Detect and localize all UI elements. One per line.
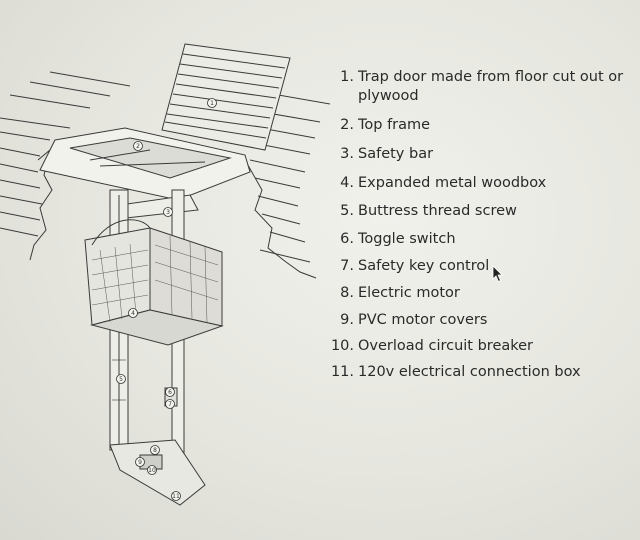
- svg-text:3: 3: [166, 209, 170, 216]
- svg-text:9: 9: [138, 459, 142, 466]
- list-item: 3.Safety bar: [340, 146, 434, 162]
- callout-4: 4: [128, 308, 138, 318]
- list-item: 6.Toggle switch: [340, 231, 456, 247]
- svg-text:11: 11: [172, 493, 180, 500]
- callout-5: 5: [116, 374, 126, 384]
- list-item: 10.Overload circuit breaker: [330, 338, 534, 354]
- callout-9: 9: [135, 457, 145, 467]
- list-item: 7.Safety key control: [340, 258, 490, 274]
- callout-3: 3: [163, 207, 173, 217]
- svg-text:6: 6: [168, 389, 172, 396]
- list-item: 5.Buttress thread screw: [340, 203, 517, 219]
- svg-text:1: 1: [210, 100, 214, 107]
- list-item: 11.120v electrical connection box: [330, 364, 581, 380]
- mouse-pointer-icon: [492, 265, 503, 283]
- floor-edge-right: [244, 159, 317, 279]
- list-item: 4.Expanded metal woodbox: [340, 175, 547, 191]
- callout-6: 6: [165, 387, 175, 397]
- svg-text:2: 2: [136, 143, 140, 150]
- woodbox-basket: [84, 219, 224, 346]
- svg-text:5: 5: [119, 376, 123, 383]
- woodbox-lift-diagram: 1 2 3 4 5 6 7 8 9 10 11: [0, 43, 330, 506]
- svg-text:8: 8: [153, 447, 157, 454]
- safety-bar: [119, 194, 199, 219]
- callout-7: 7: [165, 399, 175, 409]
- callout-2: 2: [133, 141, 143, 151]
- list-item: 8.Electric motor: [340, 285, 460, 301]
- top-frame: [69, 137, 232, 179]
- callout-10: 10: [147, 465, 157, 475]
- callout-1: 1: [207, 98, 217, 108]
- list-item: 9.PVC motor covers: [340, 312, 488, 328]
- svg-text:4: 4: [131, 310, 135, 317]
- callout-8: 8: [150, 445, 160, 455]
- floor-hatching-right: [247, 89, 330, 263]
- trap-door: [161, 43, 291, 151]
- floor-hatching-left: [0, 71, 131, 237]
- list-item: 1.Trap door made from floor cut out or p…: [340, 69, 624, 104]
- svg-text:10: 10: [148, 467, 156, 474]
- callout-11: 11: [171, 491, 181, 501]
- parts-list: 1.Trap door made from floor cut out or p…: [322, 68, 638, 382]
- list-item: 2.Top frame: [340, 117, 431, 133]
- svg-text:7: 7: [168, 401, 172, 408]
